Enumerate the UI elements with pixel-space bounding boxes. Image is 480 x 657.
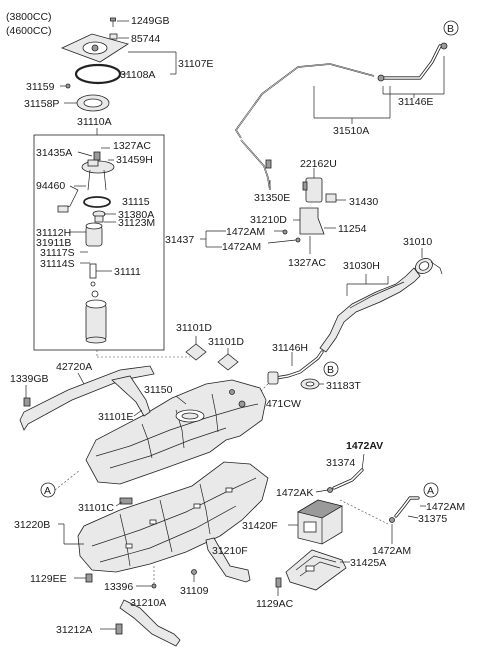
label-31110A: 31110A <box>77 116 112 128</box>
label-31101E: 31101E <box>98 411 133 423</box>
filler-neck-assembly <box>255 248 443 397</box>
label-31146E: 31146E <box>398 96 433 108</box>
label-85744: 85744 <box>131 33 160 45</box>
charcoal-canister <box>296 499 344 545</box>
label-31146H: 31146H <box>272 342 308 354</box>
label-31435A: 31435A <box>36 147 72 159</box>
callout-B-mid-letter: B <box>327 364 334 376</box>
label-42720A: 42720A <box>56 361 92 373</box>
label-31150: 31150 <box>144 384 173 396</box>
label-1472AM-lower: 1472AM <box>222 241 261 253</box>
tank-skid-plate <box>77 461 269 573</box>
label-31114S: 31114S <box>40 258 75 270</box>
tank-strap-31210F <box>205 537 251 583</box>
label-31010: 31010 <box>403 236 432 248</box>
label-1472AM-upper: 1472AM <box>226 226 265 238</box>
label-1249GB: 1249GB <box>131 15 170 27</box>
label-31380A: 31380A <box>118 209 154 221</box>
label-31459H: 31459H <box>116 154 153 166</box>
label-31111: 31111 <box>114 266 141 278</box>
callout-A-right: A <box>423 482 439 498</box>
insulator-pads <box>185 336 239 371</box>
label-1471CW: 1471CW <box>260 398 301 410</box>
label-13396: 13396 <box>104 581 133 593</box>
label-1472AV: 1472AV <box>346 440 383 452</box>
callout-A-right-letter: A <box>427 485 434 497</box>
label-31425A: 31425A <box>350 557 386 569</box>
canister-bracket <box>285 549 347 591</box>
label-31510A: 31510A <box>333 125 369 137</box>
label-11254: 11254 <box>338 223 367 235</box>
tank-shield-strap <box>19 365 155 431</box>
label-31220B: 31220B <box>14 519 50 531</box>
label-31374: 31374 <box>326 457 355 469</box>
label-1472AK: 1472AK <box>276 487 313 499</box>
label-31210F: 31210F <box>212 545 248 557</box>
label-31115: 31115 <box>122 196 150 208</box>
label-31437: 31437 <box>165 234 194 246</box>
label-31210D: 31210D <box>250 214 287 226</box>
label-94460: 94460 <box>36 180 65 192</box>
label-31107E: 31107E <box>178 58 213 70</box>
fuel-pump-module-parts <box>57 147 116 344</box>
label-31108A: 31108A <box>120 69 155 81</box>
label-31375: 31375 <box>418 513 447 525</box>
label-31158P: 31158P <box>24 98 59 110</box>
label-31109: 31109 <box>180 585 209 597</box>
label-31030H: 31030H <box>343 260 380 272</box>
label-31210A: 31210A <box>130 597 166 609</box>
label-31212A: 31212A <box>56 624 92 636</box>
label-31112H: 31112H <box>36 227 71 239</box>
fuel-pump-cover-group <box>60 17 177 112</box>
label-31101D-left: 31101D <box>176 322 212 334</box>
canister-hoses <box>327 453 420 525</box>
fuel-tank <box>85 379 267 485</box>
label-1327AC-mid: 1327AC <box>288 257 326 269</box>
callout-B-top-letter: B <box>447 23 454 35</box>
label-1129AC: 1129AC <box>256 598 294 610</box>
label-1129EE: 1129EE <box>30 573 67 585</box>
callout-A-left-letter: A <box>44 485 51 497</box>
label-31101D-right: 31101D <box>208 336 244 348</box>
callout-A-left: A <box>40 482 56 498</box>
label-31350E: 31350E <box>254 192 290 204</box>
callout-B-top: B <box>443 20 459 36</box>
label-1339GB: 1339GB <box>10 373 49 385</box>
label-31159: 31159 <box>26 81 55 93</box>
label-31911B: 31911B <box>36 237 71 249</box>
label-31420F: 31420F <box>242 520 278 532</box>
label-1472AM-right: 1472AM <box>426 501 465 513</box>
engine-variant-4600cc: (4600CC) <box>6 25 52 37</box>
label-22162U: 22162U <box>300 158 337 170</box>
label-1327AC-top: 1327AC <box>113 140 151 152</box>
label-31430: 31430 <box>349 196 378 208</box>
tank-strap-31210A <box>119 599 181 647</box>
label-31183T: 31183T <box>326 380 361 392</box>
label-31117S: 31117S <box>40 247 75 259</box>
label-31101C: 31101C <box>78 502 114 514</box>
label-1472AM-bottom: 1472AM <box>372 545 411 557</box>
fuel-pump-module-box <box>33 134 165 351</box>
vapor-line-assembly <box>235 42 448 254</box>
label-31123M: 31123M <box>118 217 155 229</box>
callout-B-mid: B <box>323 361 339 377</box>
engine-variant-3800cc: (3800CC) <box>6 11 52 23</box>
